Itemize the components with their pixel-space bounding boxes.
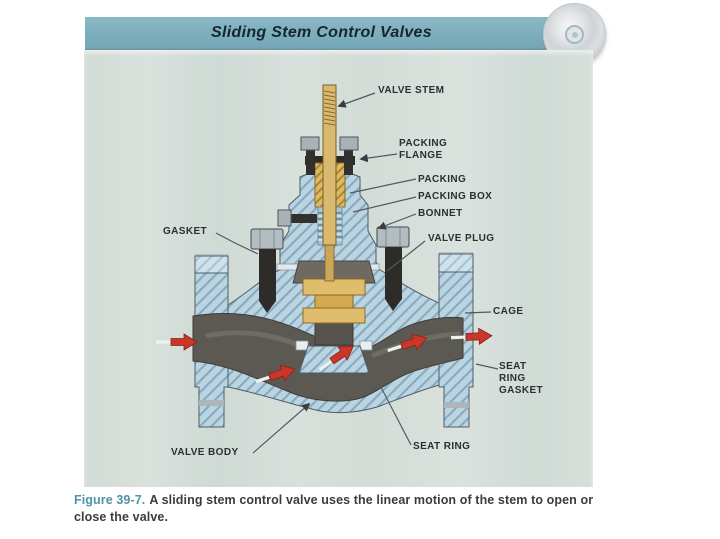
valve-diagram [155,84,499,454]
seat-ring-gasket-shape [359,340,373,351]
label-seat-ring-gasket: SEAT RING GASKET [499,361,544,396]
label-valve-body: VALVE BODY [171,447,239,458]
figure-caption-text: A sliding stem control valve uses the li… [74,493,594,524]
cd-disc-hole [565,25,584,44]
leader-lines [215,92,499,454]
page-title: Sliding Stem Control Valves [211,23,432,41]
label-valve-plug: VALVE PLUG [428,233,495,244]
label-bonnet: BONNET [418,208,463,219]
title-bar: Sliding Stem Control Valves [85,17,558,50]
label-gasket: GASKET [163,226,208,237]
label-seat-ring: SEAT RING [413,441,471,452]
label-packing-box: PACKING BOX [418,191,493,202]
figure-caption: Figure 39-7.A sliding stem control valve… [74,492,614,526]
label-packing-flange: PACKING FLANGE [399,138,448,161]
label-valve-stem: VALVE STEM [378,85,445,96]
figure-number: Figure 39-7. [74,493,146,507]
flow-arrow-icon [155,333,198,351]
label-cage: CAGE [493,306,524,317]
label-packing: PACKING [418,174,467,185]
valve-stem-shape [322,84,337,282]
seat-ring-gasket-shape [295,340,309,351]
bolts [250,136,410,313]
